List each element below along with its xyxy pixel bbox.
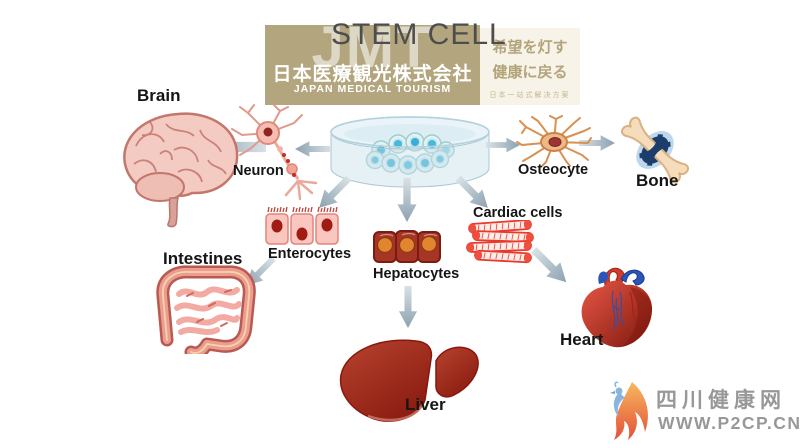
- arrow-cardiac-to-heart: [531, 247, 567, 283]
- enterocytes-label: Enterocytes: [268, 246, 352, 262]
- page-title: STEM CELL: [331, 18, 507, 51]
- stem-cell-dish-icon: [330, 116, 490, 188]
- heart-icon: [581, 267, 653, 348]
- arrow-hepatocytes-to-liver: [398, 286, 418, 328]
- jmt-monogram: JMT: [311, 25, 434, 80]
- hepatocytes-label: Hepatocytes: [373, 266, 460, 282]
- arrow-dish-to-neuron: [295, 141, 331, 157]
- arrow-enterocytes-to-intestines: [246, 256, 276, 286]
- enterocytes-icon: [265, 206, 339, 245]
- neuron-label: Neuron: [233, 163, 284, 179]
- jmt-logo-box: JMT 日本医療観光株式会社 JAPAN MEDICAL TOURISM: [265, 25, 480, 105]
- brain-icon: [123, 112, 239, 228]
- intestines-label: Intestines: [163, 249, 243, 268]
- tagline-line1: 希望を灯す: [492, 39, 568, 56]
- brain-label: Brain: [137, 86, 181, 105]
- bone-label: Bone: [636, 171, 679, 190]
- intestines-icon: [156, 265, 256, 354]
- phoenix-logo-icon: [610, 381, 648, 440]
- osteocyte-icon: [516, 115, 592, 167]
- watermark-site-name: 四川健康网: [656, 389, 786, 412]
- jmt-company-jp: 日本医療観光株式会社: [272, 64, 473, 85]
- liver-label: Liver: [405, 395, 446, 414]
- liver-icon: [339, 339, 479, 422]
- cardiac-cells-icon: [466, 220, 534, 264]
- cardiac-cells-label: Cardiac cells: [473, 205, 563, 221]
- arrow-osteocyte-to-bone: [579, 135, 615, 151]
- arrow-dish-to-hepatocytes: [397, 178, 417, 222]
- tagline-sub: 日本一站式解决方案: [489, 92, 571, 99]
- jmt-tagline-box: 希望を灯す 健康に戻る 日本一站式解决方案: [480, 28, 580, 105]
- neuron-icon: [231, 104, 318, 201]
- osteocyte-label: Osteocyte: [518, 162, 589, 178]
- jmt-company-en: JAPAN MEDICAL TOURISM: [293, 83, 452, 95]
- tagline-line2: 健康に戻る: [492, 64, 568, 81]
- arrow-dish-to-osteocyte: [486, 137, 520, 153]
- watermark-site-url: WWW.P2CP.CN: [658, 413, 800, 433]
- hepatocytes-icon: [373, 230, 441, 263]
- bone-icon: [620, 116, 690, 184]
- heart-label: Heart: [560, 330, 604, 349]
- arrow-dish-to-enterocytes: [319, 175, 352, 208]
- arrow-dish-to-cardiac: [455, 175, 488, 208]
